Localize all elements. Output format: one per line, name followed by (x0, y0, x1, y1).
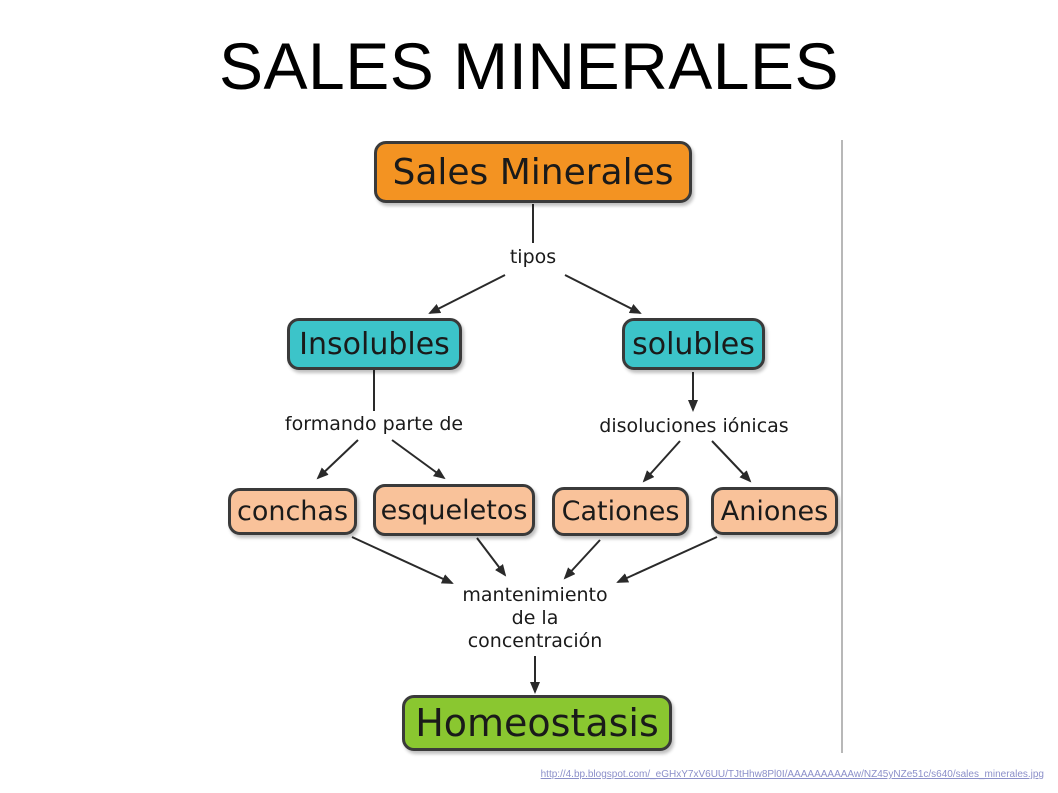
arrow-tipos-to-insolubles (428, 274, 506, 314)
link-label-formando-parte-de: formando parte de (284, 413, 464, 435)
arrow-link-to-aniones (711, 440, 752, 483)
slide-title: SALES MINERALES (218, 29, 840, 103)
arrow-link-to-conchas (316, 439, 359, 480)
node-insolubles: Insolubles (287, 318, 462, 370)
node-conchas: conchas (228, 488, 357, 535)
node-solubles: solubles (622, 318, 765, 370)
vertical-divider (841, 140, 843, 753)
arrow-conchas-to-mantenimiento (351, 536, 454, 584)
source-link[interactable]: http://4.bp.blogspot.com/_eGHxY7xV6UU/TJ… (540, 769, 1044, 780)
arrow-cationes-to-mantenimiento (563, 539, 601, 580)
arrow-esqueletos-to-mantenimiento (476, 537, 507, 577)
arrow-link-to-esqueletos (391, 439, 446, 480)
link-label-disoluciones-ionicas: disoluciones iónicas (599, 415, 789, 437)
node-sales-minerales: Sales Minerales (374, 141, 692, 203)
node-aniones: Aniones (711, 487, 838, 535)
arrow-aniones-to-mantenimiento (616, 536, 718, 583)
node-cationes: Cationes (552, 487, 689, 536)
node-esqueletos: esqueletos (373, 484, 535, 536)
arrow-tipos-to-solubles (564, 274, 642, 314)
link-label-mantenimiento: mantenimiento de la concentración (462, 584, 608, 652)
node-homeostasis: Homeostasis (402, 695, 672, 751)
arrow-link-to-cationes (642, 440, 681, 483)
link-label-tipos: tipos (509, 246, 557, 268)
